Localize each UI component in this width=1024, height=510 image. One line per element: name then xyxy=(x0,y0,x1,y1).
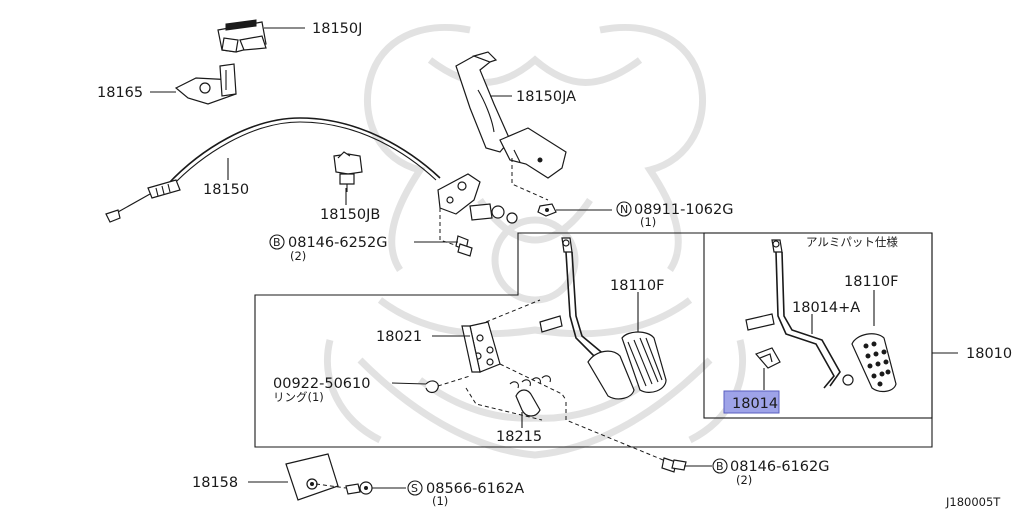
subframe-note: アルミパット仕様 xyxy=(806,235,898,249)
bolt-08146-6162G xyxy=(661,457,687,473)
label-18150[interactable]: 18150 xyxy=(203,182,249,198)
part-18150JA-bracket xyxy=(455,51,567,179)
label-18150J[interactable]: 18150J xyxy=(312,21,362,37)
alumi-pad-subframe xyxy=(703,232,933,419)
prefix-circle-N xyxy=(616,201,632,217)
prefix-circle-B1 xyxy=(269,234,285,250)
part-18215-spring xyxy=(509,375,551,417)
label-00922-50610[interactable]: 00922-50610 xyxy=(273,376,371,392)
dash-ring xyxy=(437,375,471,387)
part-18150J-clip xyxy=(217,19,267,53)
prefix-B2: B xyxy=(716,460,724,473)
prefix-B1: B xyxy=(273,236,281,249)
label-08911-1062G[interactable]: 08911-1062G xyxy=(634,202,734,218)
label-18110F-main[interactable]: 18110F xyxy=(610,278,664,294)
part-18150-accelerator-cable xyxy=(105,117,441,223)
part-18014A-pedal-arm xyxy=(745,239,854,389)
prefix-S: S xyxy=(411,482,418,495)
prefix-N: N xyxy=(620,203,628,216)
label-18014A[interactable]: 18014+A xyxy=(792,300,860,316)
part-18110F-pedal-pad xyxy=(621,331,667,393)
part-18158 xyxy=(285,453,339,501)
dash-bracket-spring xyxy=(499,363,567,401)
label-08146-6252G[interactable]: 08146-6252G xyxy=(288,235,388,251)
highlight-18014[interactable] xyxy=(723,390,780,414)
part-00922-50610-ring xyxy=(425,380,439,394)
label-18158[interactable]: 18158 xyxy=(192,475,238,491)
screw-08566-6162A xyxy=(345,481,373,495)
dash-bolt-6162 xyxy=(565,402,669,463)
leader-00922 xyxy=(391,382,427,385)
label-18010[interactable]: 18010 xyxy=(966,346,1012,362)
label-18014[interactable]: 18014 xyxy=(732,396,778,412)
qty-08146-6252G: (2) xyxy=(290,249,306,263)
label-18150JB[interactable]: 18150JB xyxy=(320,207,380,223)
part-18150JB-clip xyxy=(333,151,363,192)
label-08146-6162G[interactable]: 08146-6162G xyxy=(730,459,830,475)
prefix-circle-S xyxy=(407,480,423,496)
dash-nut xyxy=(511,158,549,201)
label-18021[interactable]: 18021 xyxy=(376,329,422,345)
qty-08911: (1) xyxy=(640,215,656,229)
label-18110F-sub[interactable]: 18110F xyxy=(844,274,898,290)
part-18021-bracket xyxy=(461,321,501,373)
part-18014-clip xyxy=(754,347,781,369)
label-18215[interactable]: 18215 xyxy=(496,429,542,445)
pedal-assembly-frame xyxy=(254,232,933,448)
prefix-circle-B2 xyxy=(712,458,728,474)
part-18165-bracket xyxy=(174,63,237,105)
part-accelerator-pedal-arm xyxy=(539,237,635,400)
qty-08566: (1) xyxy=(432,494,448,508)
cable-end-bracket xyxy=(437,173,518,224)
dash-bracket-arm xyxy=(485,299,541,323)
dash-cable-bolt xyxy=(439,208,471,251)
diagram-id: J180005T xyxy=(945,495,1001,509)
qty-08146-6162G: (2) xyxy=(736,473,752,487)
label-08566-6162A[interactable]: 08566-6162A xyxy=(426,481,524,497)
dash-spring xyxy=(465,387,543,421)
label-18165[interactable]: 18165 xyxy=(97,85,143,101)
bolt-08146-6252G xyxy=(455,235,473,257)
part-18110F-alumi-pad xyxy=(851,333,897,393)
label-18150JA[interactable]: 18150JA xyxy=(516,89,576,105)
dash-screw xyxy=(315,483,347,489)
note-00922-ring: リング(1) xyxy=(273,390,324,404)
nut-08911 xyxy=(537,203,557,217)
